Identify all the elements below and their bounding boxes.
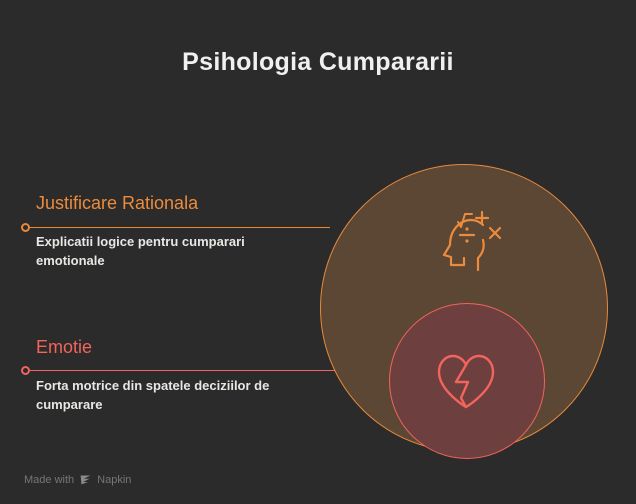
legend-description-emotion: Forta motrice din spatele deciziilor de … <box>36 378 270 412</box>
connector-marker-rational <box>21 223 30 232</box>
napkin-logo-icon <box>80 475 91 485</box>
connector-marker-emotion <box>21 366 30 375</box>
head-with-math-symbols-icon <box>442 210 502 272</box>
nested-circles-diagram <box>318 162 618 464</box>
connector-line-emotion <box>30 370 392 371</box>
napkin-watermark[interactable]: Made with Napkin <box>24 473 131 486</box>
broken-heart-icon <box>437 354 495 409</box>
legend-heading-emotion: Emotie <box>36 337 93 357</box>
legend-description-rational: Explicatii logice pentru cumparari emoti… <box>36 234 245 268</box>
watermark-prefix: Made with <box>24 473 75 486</box>
page-title: Psihologia Cumpararii <box>182 48 454 76</box>
watermark-brand: Napkin <box>97 473 132 486</box>
legend-heading-rational: Justificare Rationala <box>36 193 199 213</box>
legend-item-rational: Justificare Rationala Explicatii logice … <box>36 192 304 270</box>
legend-item-emotion: Emotie Forta motrice din spatele decizii… <box>36 336 304 414</box>
connector-line-rational <box>30 227 330 228</box>
